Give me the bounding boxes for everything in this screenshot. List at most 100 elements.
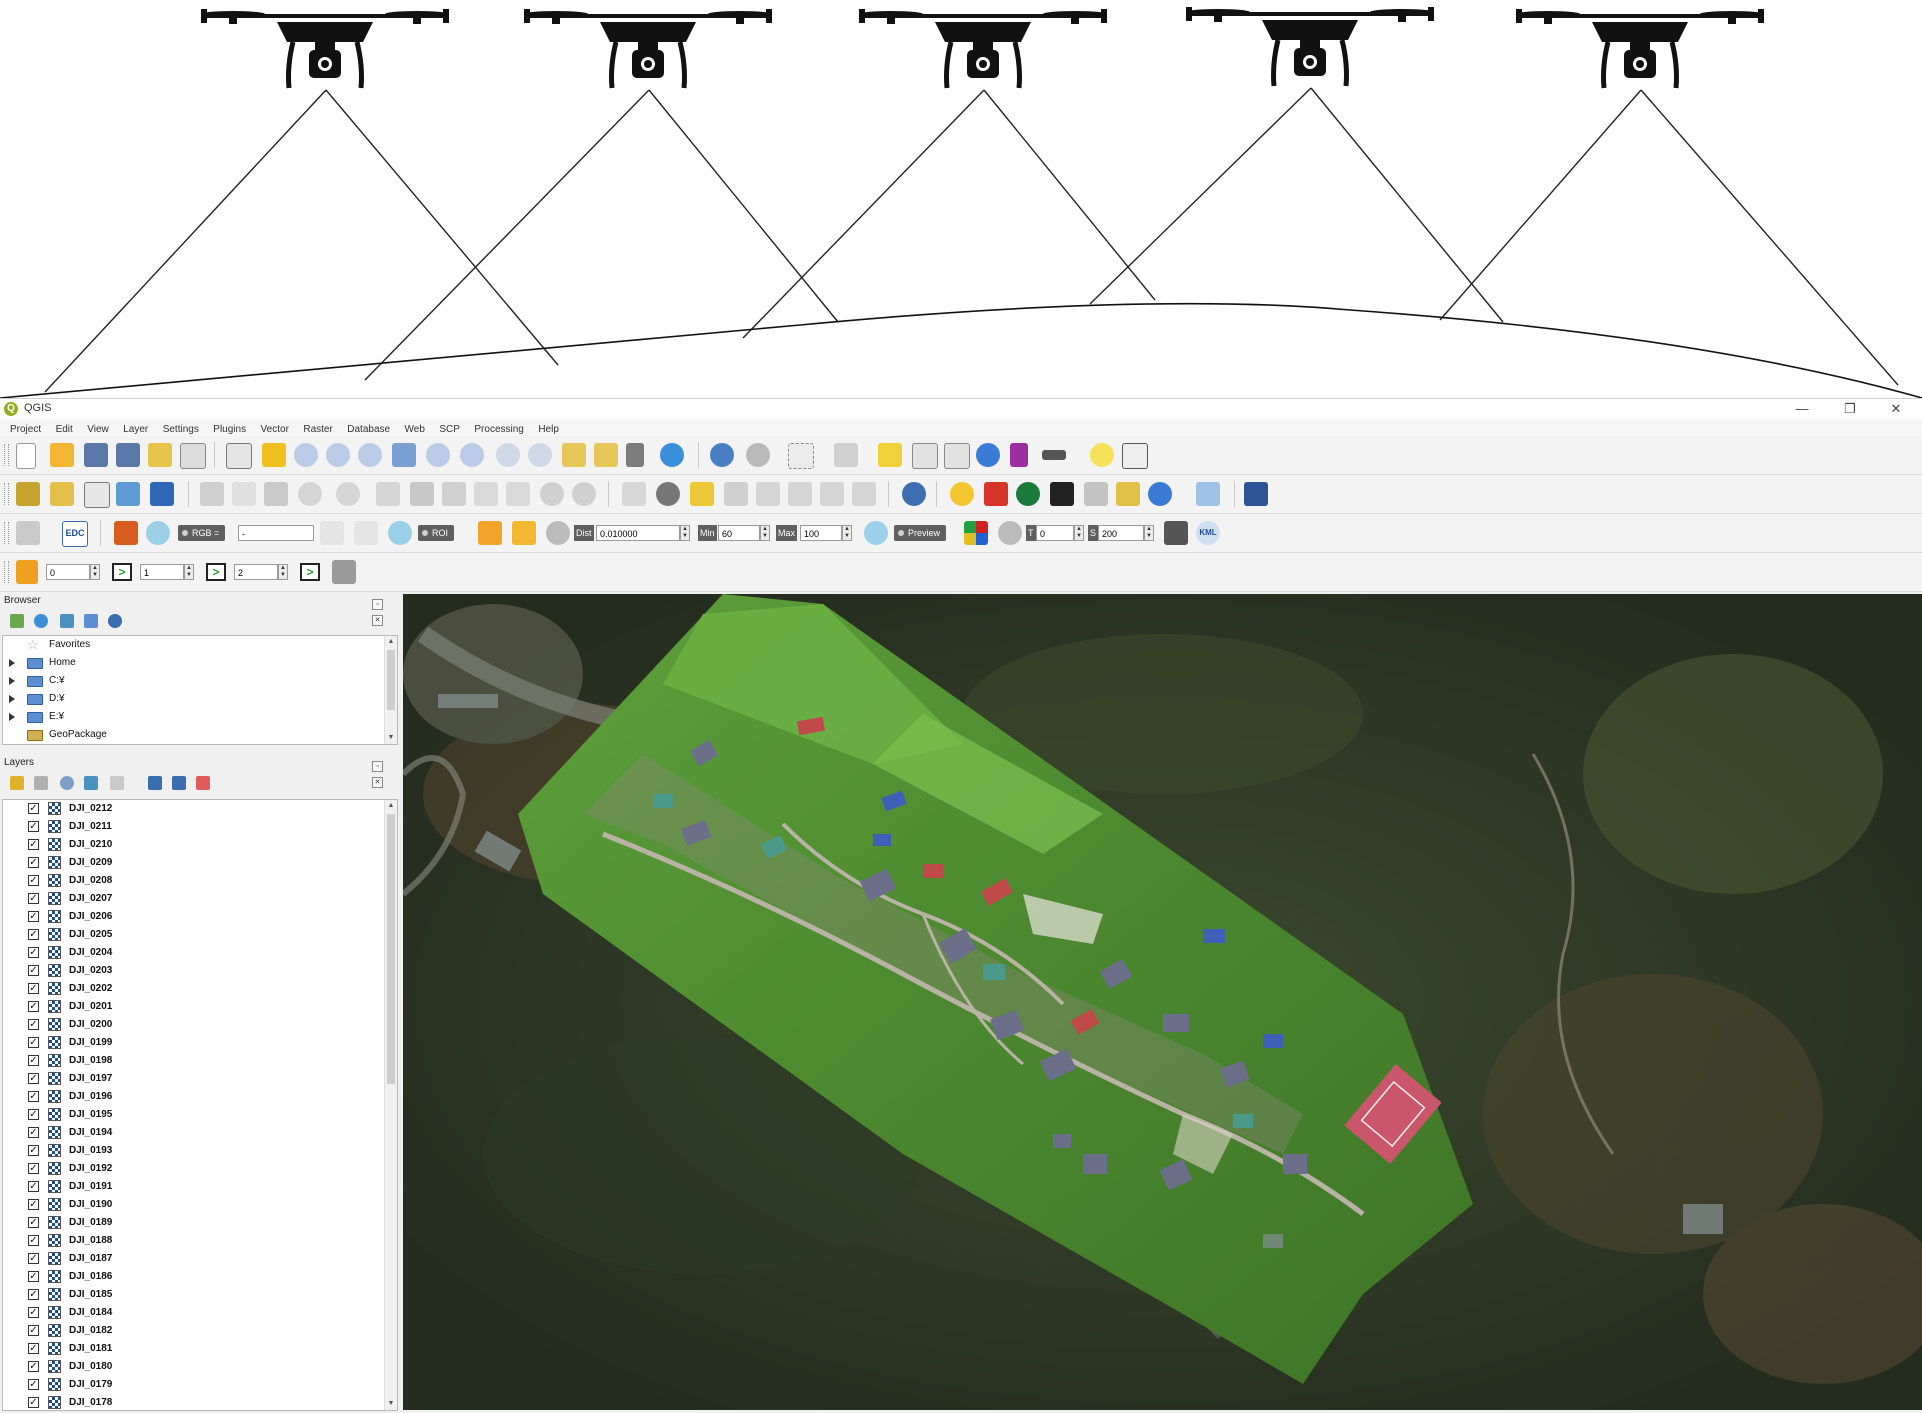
layer-row[interactable]: ✓DJI_0198 (3, 1052, 383, 1070)
band-spinner-1[interactable]: ▲▼ (90, 564, 100, 580)
layer-row[interactable]: ✓DJI_0184 (3, 1304, 383, 1322)
highlight-labels-icon[interactable] (690, 482, 714, 506)
layer-row[interactable]: ✓DJI_0186 (3, 1268, 383, 1286)
restore-button[interactable]: ❐ (1844, 401, 1856, 416)
change-label-icon[interactable] (820, 482, 844, 506)
browser-scrollbar[interactable]: ▲ ▼ (384, 636, 397, 744)
layer-visibility-checkbox[interactable]: ✓ (28, 1343, 39, 1354)
layer-row[interactable]: ✓DJI_0182 (3, 1322, 383, 1340)
layer-row[interactable]: ✓DJI_0178 (3, 1394, 383, 1410)
measure-line-icon[interactable] (1042, 450, 1066, 460)
zoom-native-icon[interactable] (358, 443, 382, 467)
redo-roi-icon[interactable] (546, 521, 570, 545)
open-project-icon[interactable] (50, 443, 74, 467)
band-field-1[interactable]: 0 (46, 564, 90, 580)
add-raster-layer-icon[interactable] (116, 482, 140, 506)
statistical-summary-icon[interactable] (1010, 443, 1028, 467)
layer-visibility-checkbox[interactable]: ✓ (28, 1199, 39, 1210)
properties-icon[interactable] (108, 614, 122, 628)
layer-row[interactable]: ✓DJI_0185 (3, 1286, 383, 1304)
select-features-icon[interactable] (788, 443, 814, 469)
preview-label[interactable]: Preview (894, 525, 947, 541)
layer-row[interactable]: ✓DJI_0205 (3, 926, 383, 944)
globe-icon[interactable] (902, 482, 926, 506)
max-input[interactable]: 100 (800, 525, 842, 541)
refresh-icon[interactable] (660, 443, 684, 467)
min-spinner[interactable]: ▲▼ (760, 525, 770, 541)
layer-row[interactable]: ✓DJI_0209 (3, 854, 383, 872)
scp-database-icon[interactable] (16, 521, 40, 545)
expand-arrow-icon[interactable] (9, 695, 15, 703)
layer-visibility-checkbox[interactable]: ✓ (28, 1271, 39, 1282)
copy-features-icon[interactable] (474, 482, 498, 506)
classification-preview-icon[interactable] (964, 521, 988, 545)
layer-row[interactable]: ✓DJI_0190 (3, 1196, 383, 1214)
transparency-input[interactable]: 0 (1036, 525, 1074, 541)
modify-attributes-icon[interactable] (376, 482, 400, 506)
database-icon[interactable] (1084, 482, 1108, 506)
layer-row[interactable]: ✓DJI_0187 (3, 1250, 383, 1268)
layer-row[interactable]: ✓DJI_0180 (3, 1358, 383, 1376)
layers-scrollbar[interactable]: ▲ ▼ (384, 800, 397, 1410)
zoom-to-roi-icon[interactable] (388, 521, 412, 545)
layer-visibility-checkbox[interactable]: ✓ (28, 893, 39, 904)
layer-visibility-checkbox[interactable]: ✓ (28, 1001, 39, 1012)
rotate-label-icon[interactable] (788, 482, 812, 506)
layout-manager-icon[interactable] (180, 443, 206, 469)
menu-raster[interactable]: Raster (303, 424, 333, 435)
show-hide-labels-icon[interactable] (756, 482, 780, 506)
toolbar-grip[interactable] (4, 522, 9, 544)
layer-visibility-checkbox[interactable]: ✓ (28, 1163, 39, 1174)
layer-row[interactable]: ✓DJI_0204 (3, 944, 383, 962)
remove-layer-icon[interactable] (196, 776, 210, 790)
layer-visibility-checkbox[interactable]: ✓ (28, 911, 39, 922)
plugin-icon[interactable] (984, 482, 1008, 506)
dist-input[interactable]: 0.010000 (596, 525, 680, 541)
filter-by-expression-icon[interactable] (110, 776, 124, 790)
run-feature-action-icon[interactable] (746, 443, 770, 467)
band-field-2[interactable]: 1 (140, 564, 184, 580)
expand-arrow-icon[interactable] (9, 677, 15, 685)
layer-row[interactable]: ✓DJI_0210 (3, 836, 383, 854)
python-console-icon[interactable] (950, 482, 974, 506)
layer-row[interactable]: ✓DJI_0192 (3, 1160, 383, 1178)
map-tips-icon[interactable] (1090, 443, 1114, 467)
size-spinner[interactable]: ▲▼ (1144, 525, 1154, 541)
layer-visibility-checkbox[interactable]: ✓ (28, 857, 39, 868)
layer-row[interactable]: ✓DJI_0181 (3, 1340, 383, 1358)
filter-legend-icon[interactable] (84, 776, 98, 790)
expand-arrow-icon[interactable] (9, 659, 15, 667)
vertex-tool-icon[interactable] (336, 482, 360, 506)
digitize-icon[interactable] (298, 482, 322, 506)
new-project-icon[interactable] (16, 443, 36, 469)
manage-map-themes-icon[interactable] (60, 776, 74, 790)
layer-row[interactable]: ✓DJI_0197 (3, 1070, 383, 1088)
menu-help[interactable]: Help (538, 424, 559, 435)
add-group-icon[interactable] (34, 776, 48, 790)
go-button-3[interactable]: > (300, 563, 320, 581)
layer-row[interactable]: ✓DJI_0189 (3, 1214, 383, 1232)
kml-button[interactable]: KML (1196, 521, 1220, 545)
layer-row[interactable]: ✓DJI_0200 (3, 1016, 383, 1034)
size-input[interactable]: 200 (1098, 525, 1144, 541)
layer-row[interactable]: ✓DJI_0194 (3, 1124, 383, 1142)
layer-visibility-checkbox[interactable]: ✓ (28, 965, 39, 976)
redo-icon[interactable] (572, 482, 596, 506)
filter-browser-icon[interactable] (60, 614, 74, 628)
new-bookmark-icon[interactable] (594, 443, 618, 467)
layer-visibility-checkbox[interactable]: ✓ (28, 1325, 39, 1336)
zoom-full-icon[interactable] (392, 443, 416, 467)
dist-spinner[interactable]: ▲▼ (680, 525, 690, 541)
layer-visibility-checkbox[interactable]: ✓ (28, 1091, 39, 1102)
identify-features-icon[interactable] (710, 443, 734, 467)
layer-visibility-checkbox[interactable]: ✓ (28, 1145, 39, 1156)
zoom-last-icon[interactable] (496, 443, 520, 467)
menu-processing[interactable]: Processing (474, 424, 524, 435)
layer-visibility-checkbox[interactable]: ✓ (28, 1379, 39, 1390)
expand-arrow-icon[interactable] (9, 713, 15, 721)
move-label-icon[interactable] (724, 482, 748, 506)
add-roi-icon[interactable] (512, 521, 536, 545)
menu-view[interactable]: View (87, 424, 109, 435)
select-by-value-icon[interactable] (834, 443, 858, 467)
layer-row[interactable]: ✓DJI_0211 (3, 818, 383, 836)
